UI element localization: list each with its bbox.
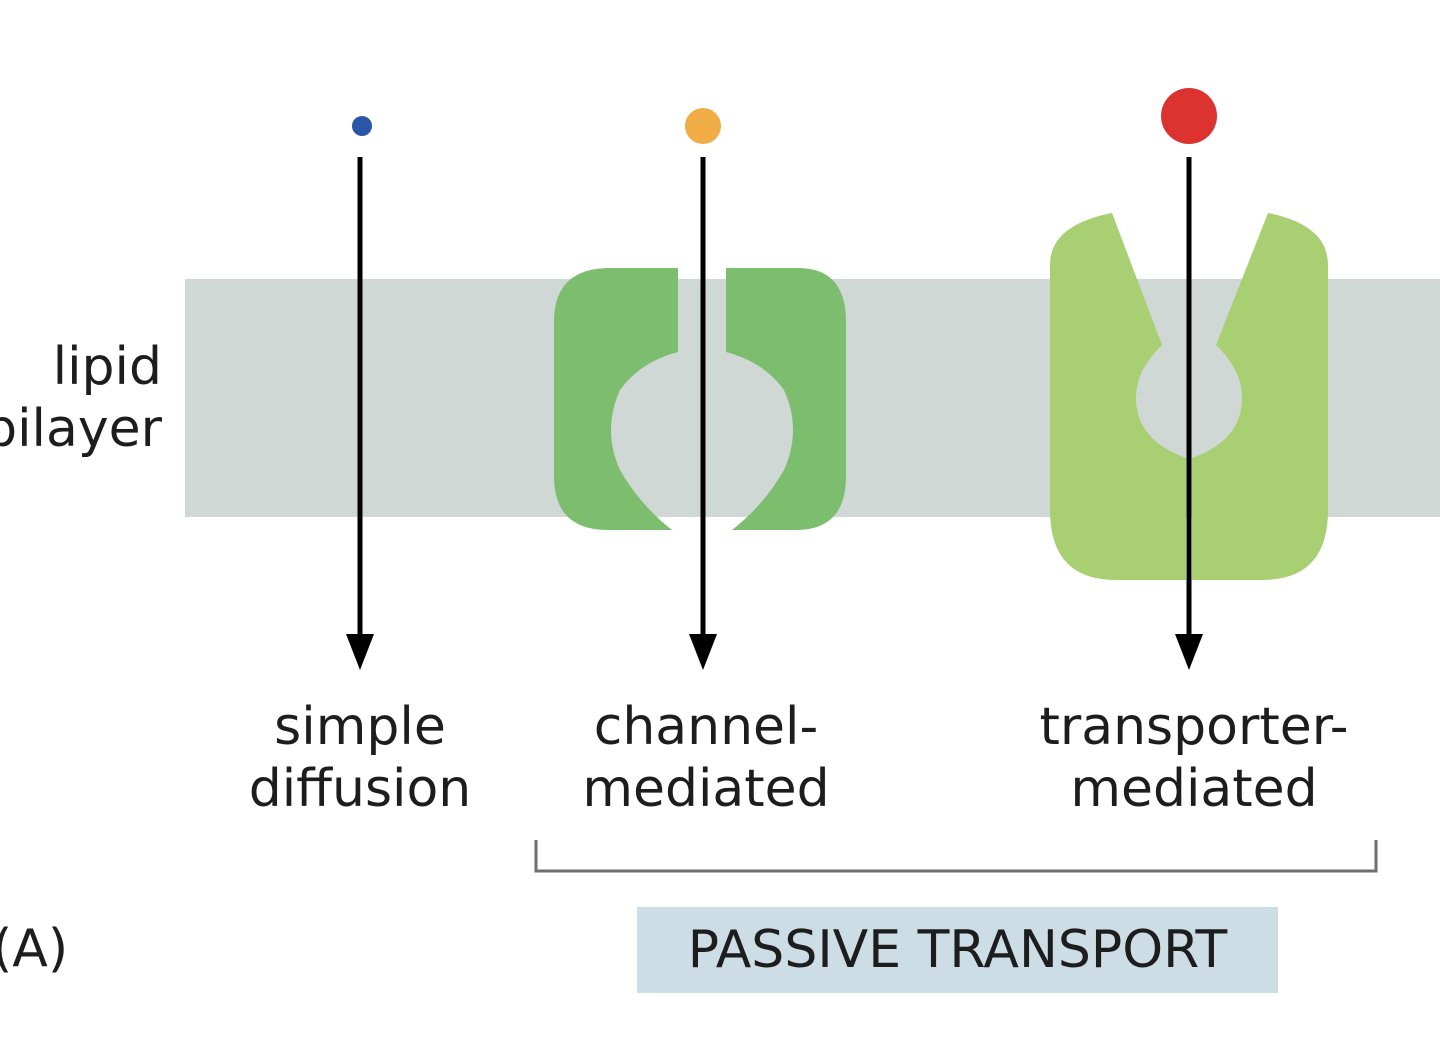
simple-diffusion-label-line1: simple — [274, 697, 446, 757]
channel-mediated-label-line1: channel- — [593, 697, 819, 757]
transporter-protein — [1050, 213, 1328, 580]
lipid-bilayer-label-line1: lipid — [52, 337, 162, 397]
transporter-mediated-label: transporter- mediated — [1039, 696, 1348, 820]
channel-protein-right-half — [726, 268, 846, 530]
channel-protein — [554, 268, 846, 530]
panel-label: (A) — [0, 919, 69, 979]
channel-arrow — [689, 157, 717, 670]
simple-diffusion-label-line2: diffusion — [248, 759, 472, 819]
passive-transport-label: PASSIVE TRANSPORT — [687, 920, 1228, 980]
transporter-mediated-label-line2: mediated — [1070, 759, 1318, 819]
channel-protein-left-half — [554, 268, 678, 530]
medium-solute-icon — [685, 108, 721, 144]
channel-mediated-label: channel- mediated — [582, 696, 829, 820]
passive-transport-bracket — [534, 840, 1378, 873]
large-solute-icon — [1161, 88, 1217, 144]
transporter-protein-body — [1050, 213, 1328, 580]
transporter-mediated-label-line1: transporter- — [1039, 697, 1349, 757]
simple-diffusion-label: simple diffusion — [249, 696, 472, 820]
channel-mediated-label-line2: mediated — [582, 759, 830, 819]
simple-diffusion-arrow — [346, 157, 374, 670]
lipid-bilayer-label: lipid bilayer — [0, 336, 162, 460]
passive-transport-box: PASSIVE TRANSPORT — [637, 907, 1278, 993]
small-solute-icon — [352, 116, 372, 136]
lipid-bilayer-label-line2: bilayer — [0, 399, 162, 459]
transporter-arrow — [1175, 157, 1203, 670]
